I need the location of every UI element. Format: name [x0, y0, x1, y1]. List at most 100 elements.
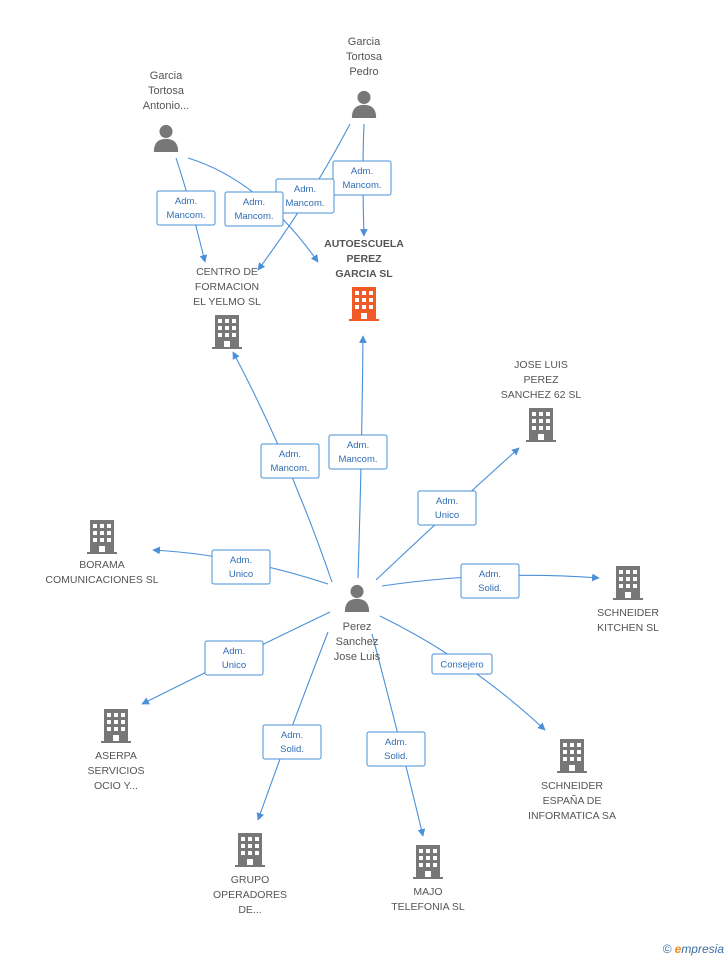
edge-label-text: Mancom. [338, 454, 377, 465]
edge-label-box[interactable] [328, 434, 388, 470]
edge-label-text: Unico [229, 569, 253, 580]
edge-label[interactable]: Adm. Solid. [262, 724, 322, 760]
edge-label-text: Adm. [230, 555, 252, 566]
edge-label-box[interactable] [224, 191, 284, 227]
brand-initial: e [674, 942, 682, 956]
edge-label[interactable]: Adm. Unico [211, 549, 271, 585]
building-icon[interactable] [613, 566, 643, 600]
building-icon[interactable] [235, 833, 265, 867]
nodes-layer: GarciaTortosaPedroGarciaTortosaAntonio..… [45, 36, 659, 916]
edge-label-text: Adm. [436, 496, 458, 507]
edge-label[interactable]: Consejero [431, 653, 493, 675]
node-label[interactable]: SCHNEIDER [541, 780, 603, 792]
node-label[interactable]: PEREZ [346, 253, 382, 265]
edge-label[interactable]: Adm.Mancom. [156, 190, 216, 226]
node-label[interactable]: Antonio... [143, 100, 189, 112]
node-majo[interactable]: MAJO TELEFONIA SL [391, 845, 465, 913]
edge-label-box[interactable] [211, 549, 271, 585]
edge-label-box[interactable] [366, 731, 426, 767]
building-icon[interactable] [349, 287, 379, 321]
node-garcia_antonio[interactable]: GarciaTortosaAntonio... [143, 70, 189, 152]
node-label[interactable]: OPERADORES [213, 889, 287, 901]
node-label[interactable]: Tortosa [346, 51, 383, 63]
edge-label-text: Adm. [243, 197, 265, 208]
node-label[interactable]: Perez [343, 621, 372, 633]
edge-label[interactable]: Adm.Mancom. [332, 160, 392, 196]
edge-label-box[interactable] [332, 160, 392, 196]
node-label[interactable]: Sanchez [336, 636, 379, 648]
node-label[interactable]: Garcia [150, 70, 183, 82]
building-icon[interactable] [413, 845, 443, 879]
node-schneider_espana[interactable]: SCHNEIDER ESPAÑA DE INFORMATICA SA [528, 739, 616, 822]
node-label[interactable]: GRUPO [231, 874, 270, 886]
edge-label[interactable]: Adm.Unico [204, 640, 264, 676]
edge-label[interactable]: Adm.Solid. [366, 731, 426, 767]
node-label[interactable]: KITCHEN SL [597, 622, 659, 634]
node-label[interactable]: INFORMATICA SA [528, 810, 616, 822]
node-borama[interactable]: BORAMA COMUNICACIONES SL [45, 520, 159, 586]
edge-label-text: Solid. [280, 744, 304, 755]
edge-label-box[interactable] [431, 653, 493, 675]
node-autoescuela[interactable]: AUTOESCUELA PEREZ GARCIA SL [324, 238, 404, 321]
edge-label[interactable]: Adm. Mancom. [224, 191, 284, 227]
node-label[interactable]: SERVICIOS [88, 765, 145, 777]
edge-label[interactable]: Adm. Mancom. [328, 434, 388, 470]
edge-label-box[interactable] [262, 724, 322, 760]
node-label[interactable]: Garcia [348, 36, 381, 48]
node-grupo_operadores[interactable]: GRUPO OPERADORES DE... [213, 833, 287, 916]
edge-label-box[interactable] [156, 190, 216, 226]
edge-label[interactable]: Adm.Mancom. [275, 178, 335, 214]
edge-label-text: Mancom. [234, 211, 273, 222]
brand-watermark: ©empresia [663, 942, 724, 956]
person-icon[interactable] [351, 90, 377, 118]
edge-label[interactable]: Adm. Unico [417, 490, 477, 526]
edge-label-box[interactable] [417, 490, 477, 526]
node-label[interactable]: AUTOESCUELA [324, 238, 404, 250]
edge-label-text: Adm. [479, 569, 501, 580]
node-label[interactable]: SANCHEZ 62 SL [501, 389, 582, 401]
node-label[interactable]: COMUNICACIONES SL [45, 574, 158, 586]
edge-label-box[interactable] [460, 563, 520, 599]
node-label[interactable]: PEREZ [523, 374, 559, 386]
building-icon[interactable] [87, 520, 117, 554]
building-icon[interactable] [101, 709, 131, 743]
node-label[interactable]: ASERPA [95, 750, 137, 762]
node-label[interactable]: EL YELMO SL [193, 296, 261, 308]
edge-label-box[interactable] [260, 443, 320, 479]
node-label[interactable]: Jose Luis [334, 651, 381, 663]
person-icon[interactable] [344, 584, 370, 612]
person-icon[interactable] [153, 124, 179, 152]
edge-label-text: Consejero [440, 660, 483, 671]
node-label[interactable]: OCIO Y... [94, 780, 138, 792]
node-schneider_kitchen[interactable]: SCHNEIDER KITCHEN SL [597, 566, 659, 634]
building-icon[interactable] [557, 739, 587, 773]
node-label[interactable]: GARCIA SL [335, 268, 393, 280]
edge-label-text: Adm. [347, 440, 369, 451]
node-label[interactable]: MAJO [413, 886, 442, 898]
node-label[interactable]: CENTRO DE [196, 266, 258, 278]
edge-labels-layer: Adm.Mancom.Adm.Mancom.Adm.Mancom.Adm.Man… [156, 160, 520, 767]
node-label[interactable]: JOSE LUIS [514, 359, 568, 371]
node-label[interactable]: DE... [238, 904, 261, 916]
edge-label-text: Solid. [478, 583, 502, 594]
node-jose_luis_62[interactable]: JOSE LUIS PEREZ SANCHEZ 62 SL [501, 359, 582, 442]
edge-label[interactable]: Adm.Mancom. [260, 443, 320, 479]
node-label[interactable]: Pedro [349, 66, 378, 78]
node-label[interactable]: SCHNEIDER [597, 607, 659, 619]
node-label[interactable]: Tortosa [148, 85, 185, 97]
node-label[interactable]: TELEFONIA SL [391, 901, 465, 913]
node-label[interactable]: FORMACION [195, 281, 259, 293]
node-label[interactable]: ESPAÑA DE [543, 794, 602, 807]
building-icon[interactable] [212, 315, 242, 349]
node-aserpa[interactable]: ASERPA SERVICIOS OCIO Y... [88, 709, 145, 792]
node-centro_formacion[interactable]: CENTRO DE FORMACION EL YELMO SL [193, 266, 261, 349]
edge-label[interactable]: Adm. Solid. [460, 563, 520, 599]
building-icon[interactable] [526, 408, 556, 442]
edge-label-box[interactable] [204, 640, 264, 676]
edge-label-text: Unico [435, 510, 459, 521]
node-label[interactable]: BORAMA [79, 559, 125, 571]
edge-label-text: Adm. [281, 730, 303, 741]
edge-label-text: Mancom. [270, 463, 309, 474]
